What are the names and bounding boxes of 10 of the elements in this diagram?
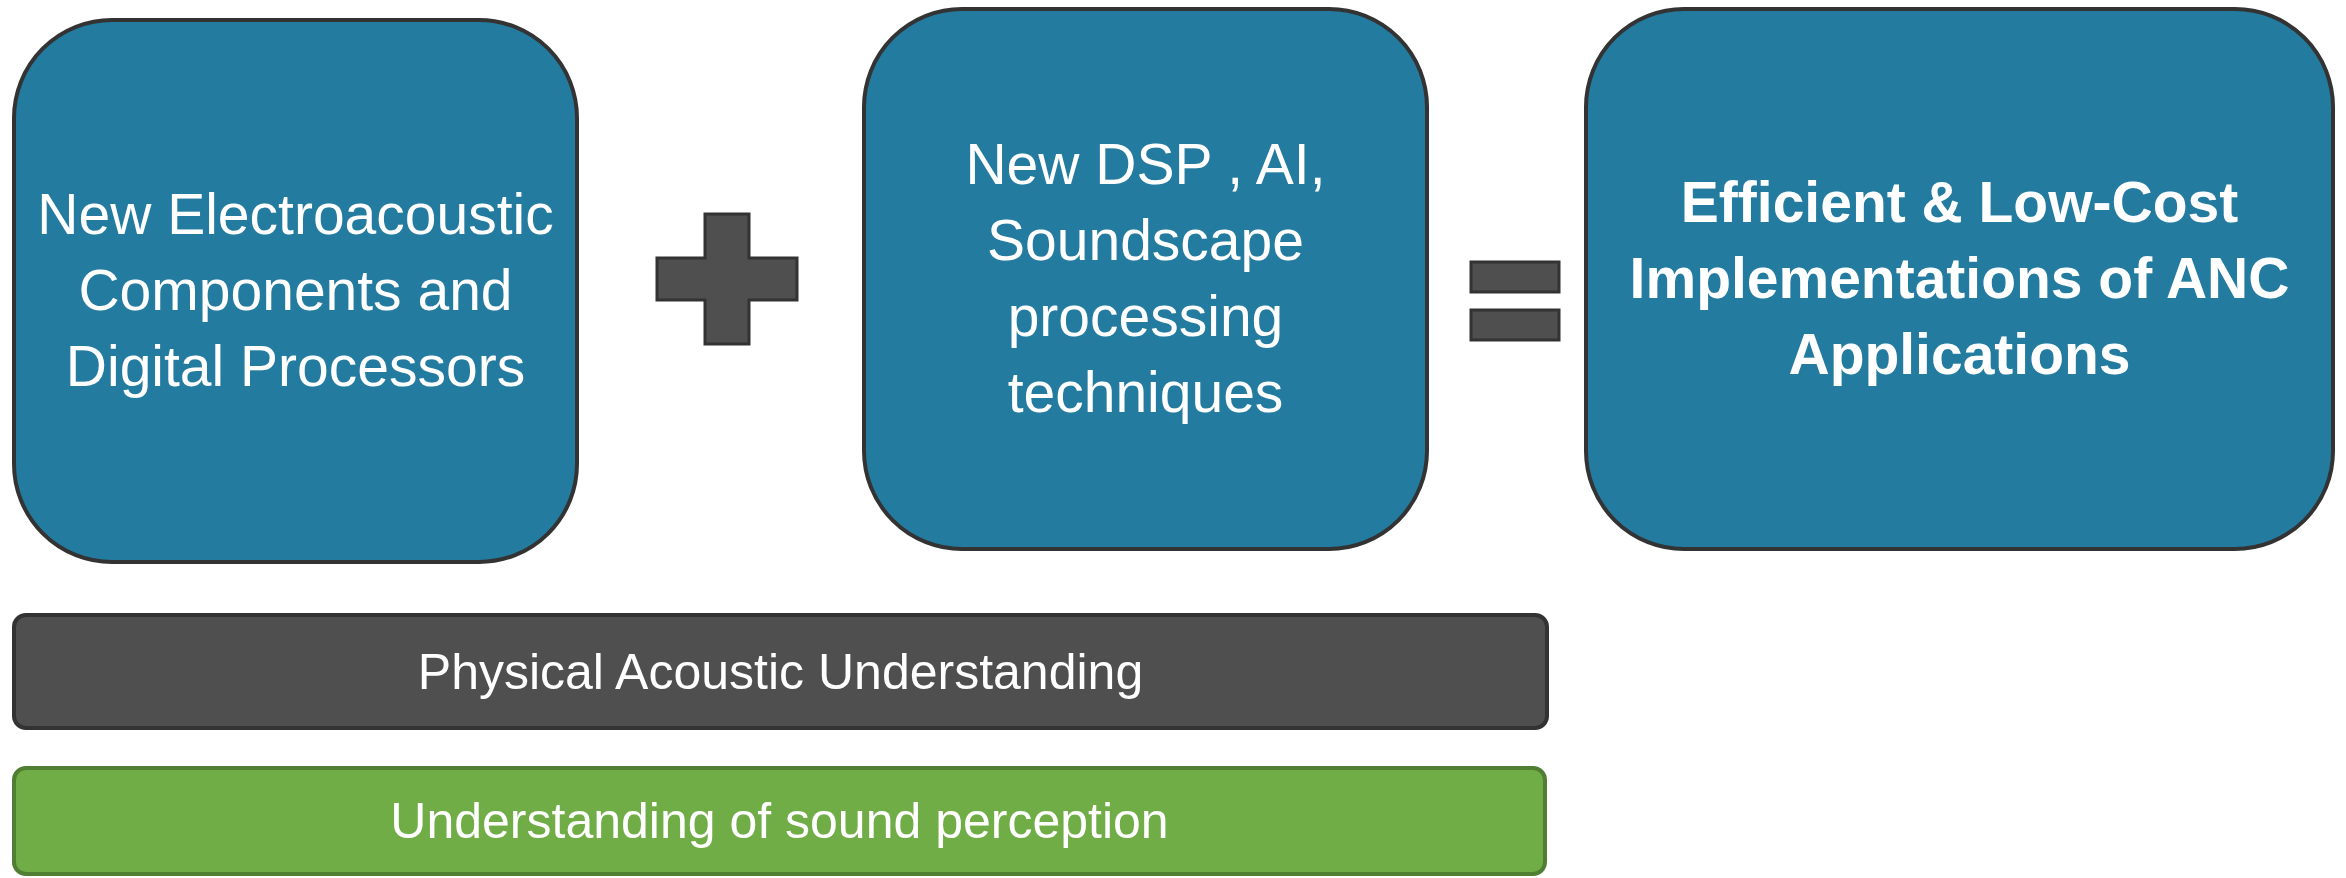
banner-bar bbox=[12, 766, 1547, 876]
box-label: Efficient & Low-Cost Implementations of ANC Applications bbox=[1628, 169, 2291, 388]
rounded-box bbox=[1584, 7, 2335, 551]
rounded-box bbox=[12, 18, 579, 564]
box-label: New DSP , AI, Soundscape processing techniques bbox=[964, 131, 1327, 426]
box-label: New Electroacoustic Components and Digital Processors bbox=[36, 181, 555, 400]
rounded-box bbox=[862, 7, 1429, 551]
box-label: Physical Acoustic Understanding bbox=[417, 642, 1144, 702]
box-label: Understanding of sound perception bbox=[390, 792, 1169, 851]
banner-bar bbox=[12, 613, 1549, 730]
